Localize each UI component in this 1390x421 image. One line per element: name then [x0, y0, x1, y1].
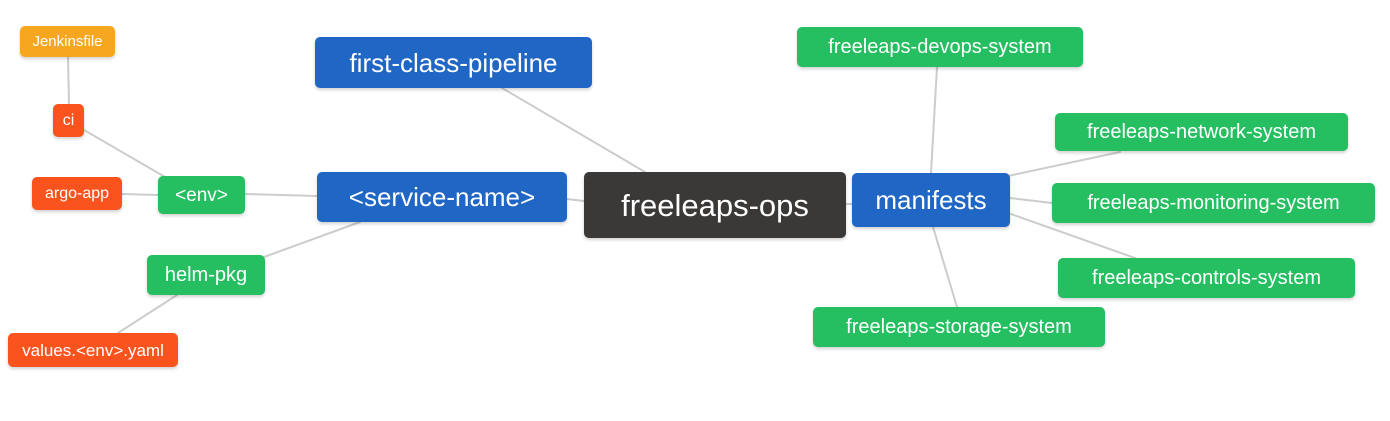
node-freeleaps-monitoring-system[interactable]: freeleaps-monitoring-system: [1052, 183, 1375, 223]
edge-storage-system-manifests: [932, 226, 958, 308]
node-manifests[interactable]: manifests: [852, 173, 1010, 227]
edge-ci-env: [83, 129, 166, 178]
edge-network-system-manifests: [1007, 151, 1121, 177]
node-argo-app[interactable]: argo-app: [32, 177, 122, 210]
node-freeleaps-ops[interactable]: freeleaps-ops: [584, 172, 846, 238]
edge-service-name-freeleaps-ops: [566, 198, 585, 202]
edge-argo-app-env: [121, 193, 159, 196]
edge-monitoring-system-manifests: [1009, 197, 1053, 204]
node-ci[interactable]: ci: [53, 104, 84, 137]
node-freeleaps-devops-system[interactable]: freeleaps-devops-system: [797, 27, 1083, 67]
node-helm-pkg[interactable]: helm-pkg: [147, 255, 265, 295]
edge-jenkinsfile-ci: [67, 56, 70, 105]
node-freeleaps-storage-system[interactable]: freeleaps-storage-system: [813, 307, 1105, 347]
node-freeleaps-network-system[interactable]: freeleaps-network-system: [1055, 113, 1348, 151]
node-freeleaps-controls-system[interactable]: freeleaps-controls-system: [1058, 258, 1355, 298]
edge-helm-pkg-service-name: [263, 221, 361, 258]
node-service-name[interactable]: <service-name>: [317, 172, 567, 222]
edge-devops-system-manifests: [930, 66, 938, 174]
edge-controls-system-manifests: [1010, 213, 1136, 259]
node-env[interactable]: <env>: [158, 176, 245, 214]
edge-values-env-yaml-helm-pkg: [117, 294, 178, 334]
node-jenkinsfile[interactable]: Jenkinsfile: [20, 26, 115, 57]
node-first-class-pipeline[interactable]: first-class-pipeline: [315, 37, 592, 88]
node-values-env-yaml[interactable]: values.<env>.yaml: [8, 333, 178, 367]
edge-env-service-name: [244, 193, 318, 197]
edge-first-class-pipeline-freeleaps-ops: [501, 87, 646, 173]
